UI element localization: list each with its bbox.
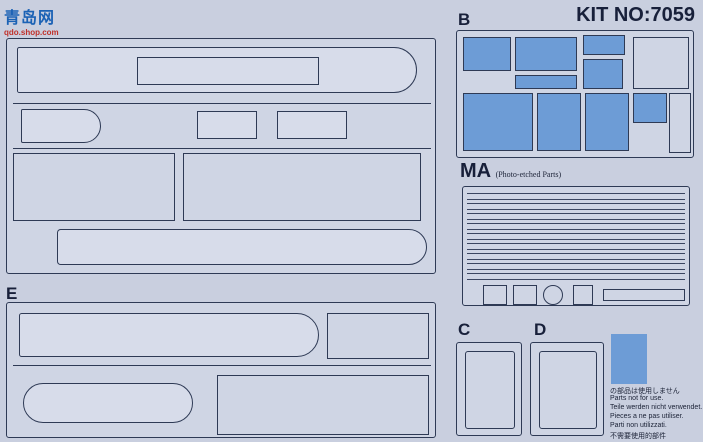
superstructure-part xyxy=(197,111,257,139)
frame-c xyxy=(456,342,522,436)
frame-ma-letter: MA xyxy=(460,160,492,182)
railing-row xyxy=(467,193,685,200)
deck-detail xyxy=(137,57,319,85)
frame-ma-label: MA (Photo-etched Parts) xyxy=(460,160,561,183)
watermark-url: qdo.shop.com xyxy=(4,28,59,37)
frame-e xyxy=(6,302,436,438)
pe-part xyxy=(603,289,685,301)
frame-b xyxy=(456,30,694,158)
legend-line-4: Pieces a ne pas utiliser. xyxy=(610,413,684,420)
frame-d xyxy=(530,342,604,436)
boat-part xyxy=(23,383,193,423)
legend-line-5: Parti non utilizzati. xyxy=(610,422,667,429)
frame-ma-subtitle: (Photo-etched Parts) xyxy=(495,170,562,179)
railing-row xyxy=(467,213,685,220)
watermark-logo-text: 青岛网 xyxy=(4,10,56,27)
legend-line-2: Parts not for use. xyxy=(610,395,664,402)
pe-part xyxy=(483,285,507,305)
legend-line-1: の部品は使用しません xyxy=(610,388,680,395)
railing-row xyxy=(467,233,685,240)
pe-part xyxy=(573,285,593,305)
pe-part xyxy=(513,285,537,305)
parts-cell xyxy=(539,351,597,429)
parts-row xyxy=(13,365,431,370)
frame-b-label: B xyxy=(458,10,471,29)
parts-cell xyxy=(327,313,429,359)
pe-part xyxy=(543,285,563,305)
frame-a xyxy=(6,38,436,274)
unused-part-block xyxy=(463,37,511,71)
railing-row xyxy=(467,253,685,260)
kit-number: KIT NO:7059 xyxy=(576,4,695,26)
railing-row xyxy=(467,203,685,210)
parts-grid xyxy=(13,153,175,221)
legend-line-3: Teile werden nicht verwendet. xyxy=(610,404,703,411)
parts-cell xyxy=(217,375,429,435)
railing-row xyxy=(467,273,685,280)
railing-row xyxy=(467,243,685,250)
frame-e-label: E xyxy=(6,284,18,303)
unused-part-block xyxy=(583,35,625,55)
watermark-logo: 青岛网 qdo.shop.com xyxy=(4,4,59,37)
frame-d-label: D xyxy=(534,320,547,339)
unused-parts-swatch xyxy=(611,334,647,384)
unused-part-block xyxy=(537,93,581,151)
parts-cell xyxy=(633,37,689,89)
unused-part-block xyxy=(583,59,623,89)
railing-row xyxy=(467,223,685,230)
bow-part xyxy=(21,109,101,143)
railing-row xyxy=(467,263,685,270)
superstructure-part xyxy=(277,111,347,139)
parts-cell xyxy=(465,351,515,429)
unused-part-block xyxy=(463,93,533,151)
unused-part-block xyxy=(585,93,629,151)
legend-line-6: 不需要使用的部件 xyxy=(610,433,666,440)
deck-part xyxy=(19,313,319,357)
frame-c-label: C xyxy=(458,320,471,339)
unused-part-block xyxy=(515,37,577,71)
parts-cell xyxy=(669,93,691,153)
frame-ma xyxy=(462,186,690,306)
unused-part-block xyxy=(633,93,667,123)
parts-grid xyxy=(183,153,421,221)
hull-side-part xyxy=(57,229,427,265)
unused-part-block xyxy=(515,75,577,89)
deck-part xyxy=(17,47,417,93)
parts-row-2 xyxy=(13,103,431,149)
